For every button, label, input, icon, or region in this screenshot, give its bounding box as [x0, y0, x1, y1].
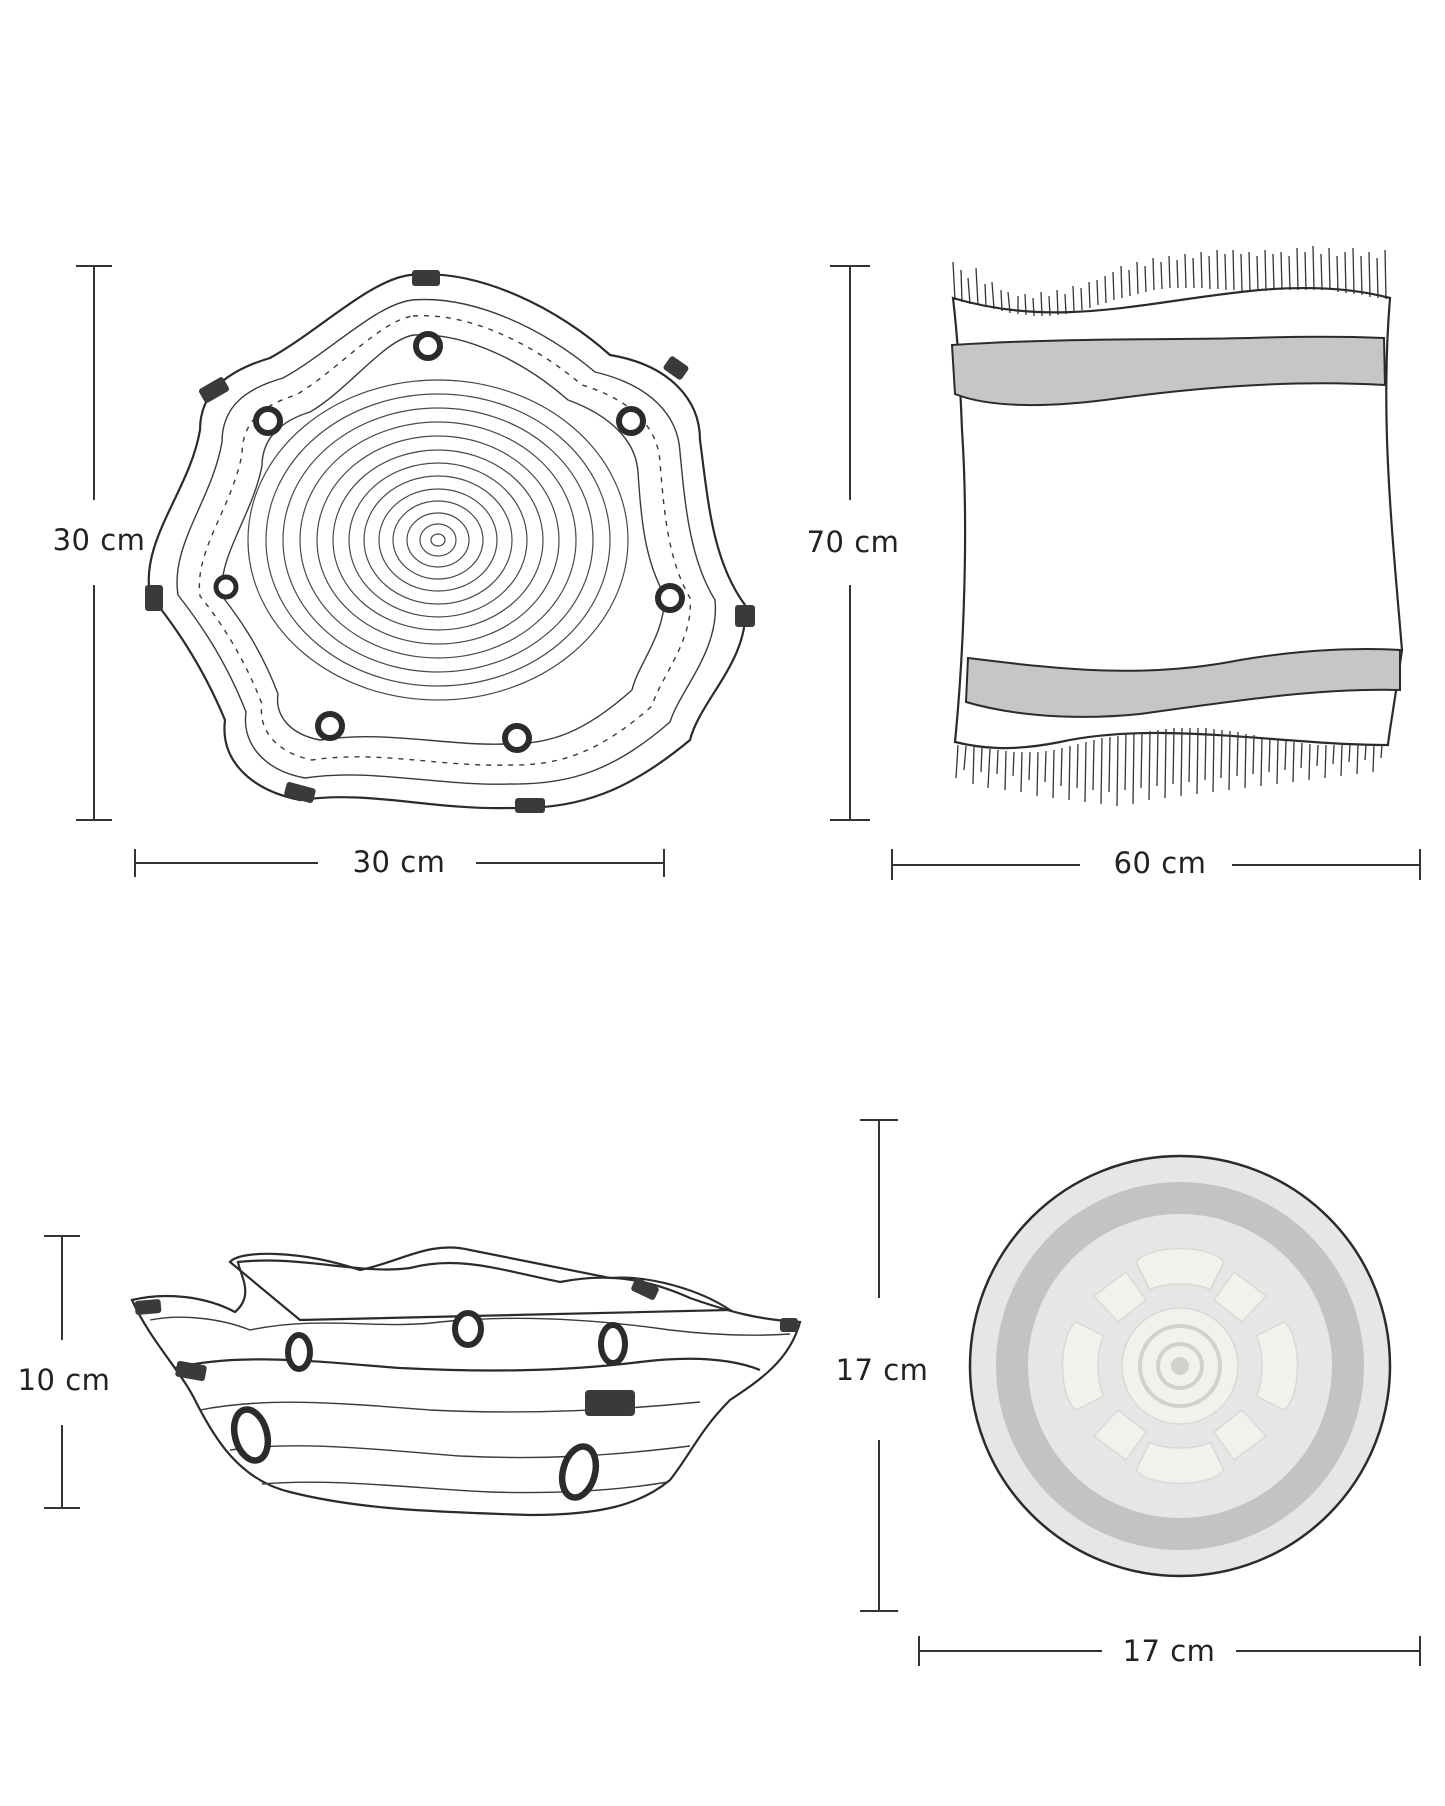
- basket-side-body: [130, 1259, 802, 1517]
- coaster-view: 17 cm 17 cm: [836, 1119, 1421, 1668]
- basket-side-view: 10 cm: [18, 1235, 802, 1517]
- basket-top-spiral: [247, 379, 629, 701]
- basket-top-outer-rim: [147, 273, 747, 810]
- basket-side-back-rim: [228, 1246, 734, 1322]
- rug-bottom-stripe: [964, 648, 1401, 718]
- coaster-width-label: 17 cm: [1123, 1634, 1216, 1668]
- basket-side-inner-rim: [149, 1316, 791, 1336]
- coaster-center-rings: [1138, 1324, 1222, 1408]
- basket-top-inner-ring: [221, 334, 665, 745]
- rug-body: [951, 286, 1404, 750]
- basket-side-height-dimension: 10 cm: [18, 1235, 111, 1509]
- rug-bottom-fringe: [955, 727, 1383, 807]
- rug-height-label: 70 cm: [807, 525, 900, 559]
- coaster-width-dimension: 17 cm: [918, 1634, 1421, 1668]
- rug-width-dimension: 60 cm: [891, 846, 1421, 880]
- basket-side-rim-caps: [134, 1278, 798, 1416]
- rug-top-stripe: [950, 335, 1387, 407]
- basket-side-band-4: [261, 1481, 669, 1494]
- basket-side-band-1: [174, 1357, 761, 1372]
- basket-top-rim-caps: [145, 270, 755, 813]
- basket-top-rim-holes: [213, 331, 685, 753]
- rug-width-label: 60 cm: [1114, 846, 1207, 880]
- rug-top-fringe: [952, 245, 1387, 317]
- basket-top-view: 30 cm 30 cm: [53, 265, 755, 879]
- rug-height-dimension: 70 cm: [807, 265, 900, 821]
- basket-top-width-label: 30 cm: [353, 845, 446, 879]
- basket-top-height-dimension: 30 cm: [53, 265, 146, 821]
- basket-side-holes: [230, 1310, 628, 1501]
- basket-top-inner-rim: [176, 298, 717, 785]
- coaster-height-dimension: 17 cm: [836, 1119, 929, 1612]
- basket-side-band-3: [229, 1445, 691, 1459]
- basket-top-height-label: 30 cm: [53, 523, 146, 557]
- basket-side-height-label: 10 cm: [18, 1363, 111, 1397]
- basket-top-width-dimension: 30 cm: [134, 845, 665, 879]
- coaster-height-label: 17 cm: [836, 1353, 929, 1387]
- rug-view: 70 cm 60 cm: [807, 245, 1421, 880]
